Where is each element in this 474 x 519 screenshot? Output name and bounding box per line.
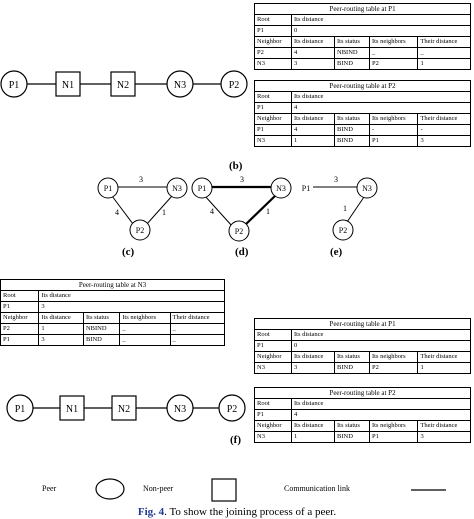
table-cell: P2 <box>368 362 419 374</box>
node-label: P1 <box>302 184 310 193</box>
table-cell: 3 <box>38 334 84 346</box>
table-cell: 3 <box>290 58 336 70</box>
label-f: (f) <box>230 434 241 446</box>
peer-node-p2 <box>220 70 248 98</box>
legend-nonpeer-symbol <box>211 478 237 502</box>
node-label: P2 <box>339 226 347 235</box>
node-label: P2 <box>235 227 243 236</box>
table-cell: P1 <box>368 431 419 443</box>
node-label: N3 <box>362 184 372 193</box>
nonpeer-node-n1 <box>55 71 81 97</box>
edge-weight: 3 <box>139 175 143 184</box>
figure-caption: Fig. 4. To show the joining process of a… <box>0 506 474 518</box>
nonpeer-node-n2 <box>110 71 136 97</box>
legend-nonpeer-label: Non-peer <box>143 484 174 493</box>
peer-node-n3 <box>166 70 194 98</box>
table-cell: 1 <box>417 58 471 70</box>
edge-weight: 1 <box>266 207 270 216</box>
node-label: N2 <box>117 80 129 91</box>
node-label: P2 <box>227 404 238 415</box>
node-label: N3 <box>174 80 186 91</box>
legend <box>95 478 446 502</box>
table-cell: 3 <box>290 362 336 374</box>
table-cell: P1 <box>0 334 40 346</box>
edge-weight: 3 <box>334 175 338 184</box>
label-b: (b) <box>229 160 243 172</box>
node-label: P2 <box>229 80 240 91</box>
table-cell: 3 <box>417 431 471 443</box>
table-cell: _ <box>119 334 171 346</box>
label-d: (d) <box>235 246 249 258</box>
edge-weight: 3 <box>240 175 244 184</box>
table-cell: N3 <box>254 362 292 374</box>
table-cell: N3 <box>254 431 292 443</box>
table-cell: P2 <box>368 58 419 70</box>
table-cell: 3 <box>417 135 471 147</box>
node-label: N2 <box>118 404 130 415</box>
table-cell: _ <box>368 47 419 59</box>
legend-peer-symbol <box>95 478 125 500</box>
node-label: N3 <box>276 184 286 193</box>
node-label: P1 <box>9 80 20 91</box>
edge-weight: 1 <box>343 204 347 213</box>
table-cell: 1 <box>417 362 471 374</box>
tree-e: P1 N3 P2 3 1 <box>302 175 378 241</box>
table-cell: _ <box>169 334 225 346</box>
chain-bottom <box>6 394 246 422</box>
peer-node-p1 <box>0 70 28 98</box>
edge-weight: 4 <box>115 208 119 217</box>
legend-link-label: Communication link <box>284 484 350 493</box>
node-label: N1 <box>66 404 78 415</box>
node-label: P1 <box>104 184 112 193</box>
table-cell: P1 <box>368 135 419 147</box>
table-cell: 1 <box>290 431 336 443</box>
table-cell: 1 <box>290 135 336 147</box>
node-label: N3 <box>174 404 186 415</box>
edge-weight: 1 <box>162 208 166 217</box>
table-cell: BIND <box>82 334 121 346</box>
label-e: (e) <box>330 246 343 258</box>
chain-top <box>0 70 248 98</box>
table-cell: BIND <box>334 431 370 443</box>
triangle-d: P1 N3 P2 3 4 1 <box>191 175 292 242</box>
node-label: N3 <box>172 184 182 193</box>
legend-peer-label: Peer <box>42 484 57 493</box>
caption-text: . To show the joining process of a peer. <box>164 506 337 518</box>
node-label: P1 <box>15 404 26 415</box>
edge-weight: 4 <box>210 207 214 216</box>
triangle-c: P1 N3 P2 3 4 1 <box>97 175 188 241</box>
node-label: N1 <box>62 80 74 91</box>
label-c: (c) <box>122 246 135 258</box>
node-label: P1 <box>198 184 206 193</box>
node-label: P2 <box>136 226 144 235</box>
figure-number: Fig. 4 <box>137 506 165 518</box>
